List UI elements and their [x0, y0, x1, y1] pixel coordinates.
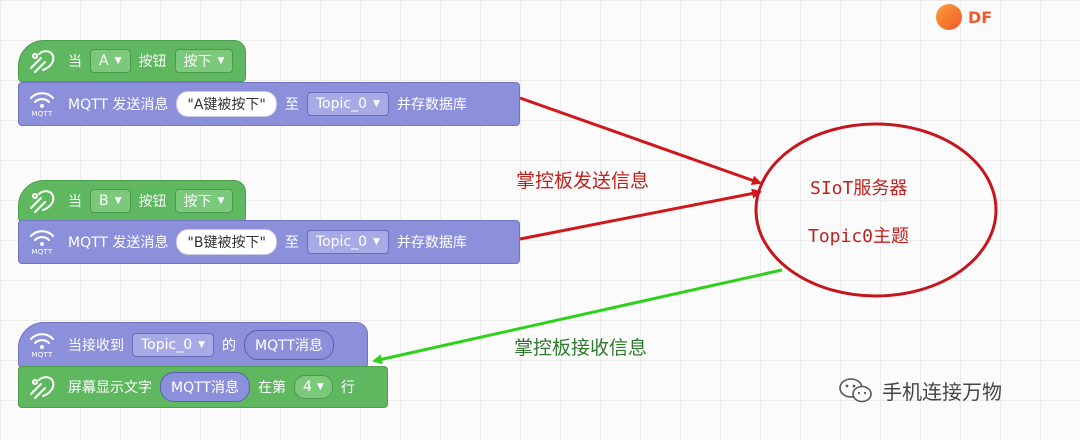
- watermark: 手机连接万物: [838, 376, 1002, 405]
- server-title: SIoT服务器: [810, 178, 908, 199]
- handpy-icon: [25, 184, 59, 218]
- mqtt-send-prefix: MQTT 发送消息: [68, 235, 169, 251]
- block3-display-text[interactable]: 屏幕显示文字 MQTT消息 在第 4▼ 行: [18, 366, 388, 408]
- wifi-icon: MQTT: [25, 225, 59, 259]
- triangle-down-icon: ▼: [114, 56, 122, 66]
- mqtt-to-text: 至: [284, 235, 299, 251]
- send-label: 掌控板发送信息: [516, 170, 650, 192]
- topic-value: Topic_0: [141, 337, 193, 353]
- display-prefix: 屏幕显示文字: [68, 380, 152, 396]
- mqtt-icon-label: MQTT: [31, 109, 53, 118]
- handpy-icon: [25, 370, 59, 404]
- site-logo: DF: [936, 4, 992, 30]
- triangle-down-icon: ▼: [316, 382, 324, 392]
- block1-hat[interactable]: 当 A▼ 按钮 按下▼: [18, 40, 246, 82]
- line-value: 4: [302, 379, 312, 395]
- send-arrow-b: [519, 188, 762, 241]
- watermark-text: 手机连接万物: [882, 380, 1002, 404]
- mqtt-message-reporter[interactable]: MQTT消息: [160, 372, 250, 402]
- mqtt-send-prefix: MQTT 发送消息: [68, 97, 169, 113]
- key-value: A: [99, 53, 109, 69]
- receive-label: 掌控板接收信息: [514, 337, 648, 359]
- display-at-text: 在第: [257, 380, 286, 396]
- triangle-down-icon: ▼: [373, 99, 380, 109]
- block2-hat[interactable]: 当 B▼ 按钮 按下▼: [18, 180, 246, 222]
- triangle-down-icon: ▼: [373, 237, 380, 247]
- topic-value: Topic_0: [315, 234, 368, 250]
- key-dropdown[interactable]: A▼: [90, 49, 131, 73]
- action-value: 按下: [183, 54, 212, 70]
- block2-mqtt-send[interactable]: MQTT MQTT 发送消息 "B键被按下" 至 Topic_0 ▼ 并存数据库: [18, 220, 520, 264]
- message-input[interactable]: "B键被按下": [176, 229, 277, 255]
- mqtt-suffix-text: 并存数据库: [396, 97, 467, 113]
- triangle-down-icon: ▼: [114, 196, 122, 206]
- receive-prefix: 当接收到: [68, 338, 124, 354]
- wechat-icon: [839, 377, 872, 402]
- key-dropdown[interactable]: B▼: [90, 189, 131, 213]
- block3-mqtt-receive[interactable]: MQTT 当接收到 Topic_0 ▼ 的 MQTT消息: [18, 322, 368, 368]
- mqtt-icon-label: MQTT: [31, 247, 53, 256]
- hat-button-text: 按钮: [138, 54, 167, 70]
- mqtt-suffix-text: 并存数据库: [396, 235, 467, 251]
- action-dropdown[interactable]: 按下 ▼: [174, 49, 234, 73]
- topic-value: Topic_0: [315, 96, 367, 112]
- message-input[interactable]: "A键被按下": [176, 91, 277, 117]
- hat-when-text: 当: [68, 54, 82, 70]
- block1-mqtt-send[interactable]: MQTT MQTT 发送消息 "A键被按下" 至 Topic_0 ▼ 并存数据库: [18, 82, 520, 126]
- action-value: 按下: [183, 194, 212, 210]
- hat-when-text: 当: [68, 194, 82, 210]
- logo-icon: [936, 4, 962, 30]
- line-dropdown[interactable]: 4▼: [293, 375, 333, 399]
- key-value: B: [99, 193, 109, 209]
- server-ellipse: [754, 122, 998, 298]
- triangle-down-icon: ▼: [217, 56, 225, 66]
- topic-dropdown[interactable]: Topic_0 ▼: [306, 92, 389, 116]
- hat-button-text: 按钮: [138, 194, 167, 210]
- topic-dropdown[interactable]: Topic_0 ▼: [306, 230, 389, 254]
- topic-dropdown[interactable]: Topic_0 ▼: [132, 333, 215, 357]
- server-topic: Topic0主题: [808, 226, 910, 247]
- action-dropdown[interactable]: 按下 ▼: [174, 189, 234, 213]
- logo-text: DF: [968, 7, 993, 27]
- triangle-down-icon: ▼: [217, 196, 225, 206]
- wifi-icon: MQTT: [25, 87, 59, 121]
- mqtt-message-reporter[interactable]: MQTT消息: [244, 330, 335, 360]
- mqtt-to-text: 至: [284, 97, 299, 113]
- handpy-icon: [25, 44, 59, 78]
- triangle-down-icon: ▼: [198, 340, 206, 350]
- receive-of-text: 的: [222, 338, 237, 354]
- wifi-icon: MQTT: [25, 328, 59, 362]
- mqtt-icon-label: MQTT: [31, 350, 53, 359]
- display-suffix-text: 行: [340, 380, 355, 396]
